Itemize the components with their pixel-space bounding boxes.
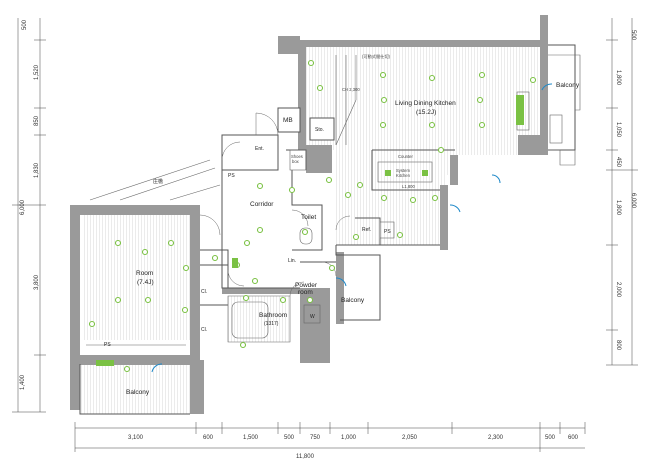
dim-right-8: 800 <box>615 340 621 351</box>
label-ent: Ent. <box>255 146 264 152</box>
label-top-note: (可動式間仕切) <box>362 53 391 60</box>
plan-outlines <box>79 44 581 415</box>
room-labels: Living Dining Kitchen (15.2J) Room (7.4J… <box>104 53 580 396</box>
dim-bottom-1: 3,100 <box>128 435 144 441</box>
label-toilet: Toilet <box>301 214 316 221</box>
label-room-area: (7.4J) <box>137 279 154 286</box>
dim-left-7: 1,400 <box>20 374 26 390</box>
label-ps-3: PS <box>104 342 111 348</box>
dim-right-5: 1,800 <box>615 200 621 216</box>
dim-right-7: 2,000 <box>615 282 621 298</box>
dim-bottom-5: 750 <box>310 435 321 441</box>
label-porch: 庄檐 <box>153 178 163 185</box>
label-shoes-box: box <box>292 159 300 164</box>
label-ldk: Living Dining Kitchen <box>395 100 456 107</box>
dim-bottom-4: 500 <box>284 435 295 441</box>
label-sto: Sto. <box>315 127 324 133</box>
label-cl-1: Cl. <box>201 289 207 295</box>
label-ch: CH 2,300 <box>342 87 360 92</box>
label-ref: Ref. <box>362 227 371 233</box>
label-system: System <box>396 168 410 173</box>
label-counter: Counter <box>398 154 414 159</box>
label-powder-room: room <box>298 289 313 296</box>
label-bathroom-size: (1317) <box>264 321 279 327</box>
dimensions: 3,100 600 1,500 500 750 1,000 2,050 2,30… <box>12 18 638 460</box>
dim-left-6: 3,800 <box>34 274 40 290</box>
dim-bottom-7: 2,050 <box>402 435 418 441</box>
dim-right-4: 450 <box>615 157 621 168</box>
label-balcony-bottom: Balcony <box>126 389 150 396</box>
dim-bottom-8: 2,300 <box>488 435 504 441</box>
dim-total: 11,800 <box>296 454 315 460</box>
label-ps-1: PS <box>228 173 235 179</box>
label-balcony-right: Balcony <box>341 297 365 304</box>
label-bathroom: Bathroom <box>259 312 287 319</box>
floor-areas <box>80 47 540 414</box>
label-cl-2: Cl. <box>201 327 207 333</box>
dim-bottom-3: 1,500 <box>243 435 259 441</box>
dim-left-2: 1,520 <box>34 64 40 80</box>
dim-right-2: 1,800 <box>615 70 621 86</box>
label-powder: Powder <box>295 282 318 289</box>
dim-right-6: 6,000 <box>630 193 636 209</box>
walls <box>70 15 548 414</box>
dim-left-5: 6,000 <box>20 199 26 215</box>
connection-arcs <box>151 83 553 373</box>
label-l1: L1,800 <box>402 184 415 189</box>
door-swings <box>199 112 351 297</box>
dim-left-1: 500 <box>22 19 28 30</box>
label-w: W <box>310 314 315 320</box>
label-ps-2: PS <box>384 229 391 235</box>
label-balcony-top: Balcony <box>556 82 580 89</box>
dim-bottom-2: 600 <box>203 435 214 441</box>
dim-bottom-10: 600 <box>568 435 579 441</box>
light-fixtures <box>88 59 537 373</box>
dim-bottom-6: 1,000 <box>341 435 357 441</box>
label-lin: Lin. <box>288 258 296 264</box>
dim-right-3: 1,050 <box>615 122 621 138</box>
label-room: Room <box>136 270 153 277</box>
label-shoes: Shoes <box>291 154 303 159</box>
label-corridor: Corridor <box>250 201 274 208</box>
label-kitchen: Kitchen <box>396 173 411 178</box>
label-ldk-area: (15.2J) <box>416 109 436 116</box>
dim-bottom-9: 500 <box>545 435 556 441</box>
dim-left-3: 850 <box>34 115 40 126</box>
dim-right-1: 500 <box>630 30 636 41</box>
label-mb: MB <box>283 117 293 124</box>
dim-left-4: 1,830 <box>34 162 40 178</box>
